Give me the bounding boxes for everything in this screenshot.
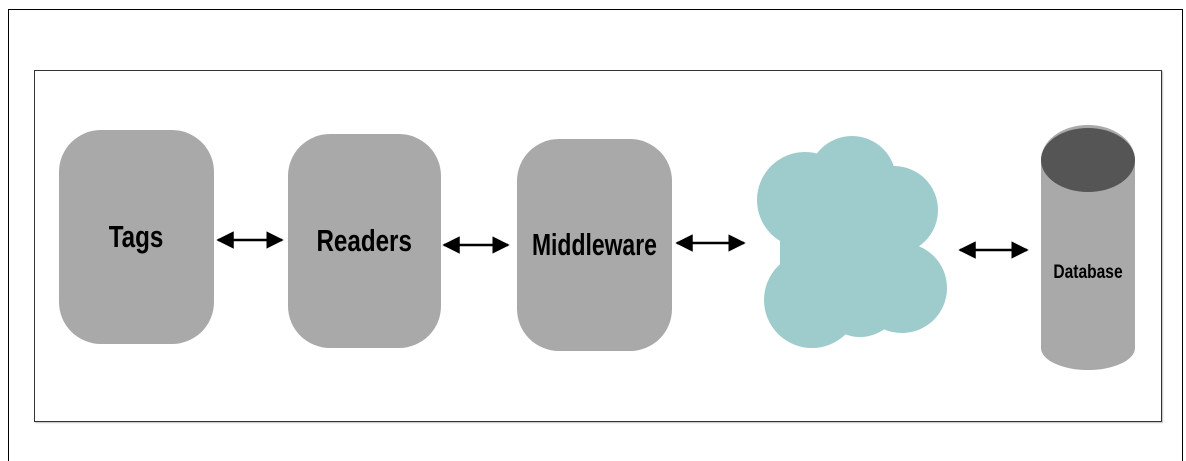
- database-label: Database: [1053, 262, 1123, 283]
- tags-node: Tags: [59, 130, 214, 344]
- outer-frame: [8, 9, 1183, 461]
- tags-label: Tags: [109, 219, 164, 254]
- middleware-node: Middleware: [517, 139, 672, 351]
- cloud-icon: [757, 136, 947, 348]
- middleware-label: Middleware: [532, 227, 657, 262]
- readers-node: Readers: [288, 134, 441, 348]
- database-cylinder-icon: [1041, 125, 1135, 370]
- readers-label: Readers: [316, 223, 413, 258]
- diagram-frame: [34, 70, 1162, 422]
